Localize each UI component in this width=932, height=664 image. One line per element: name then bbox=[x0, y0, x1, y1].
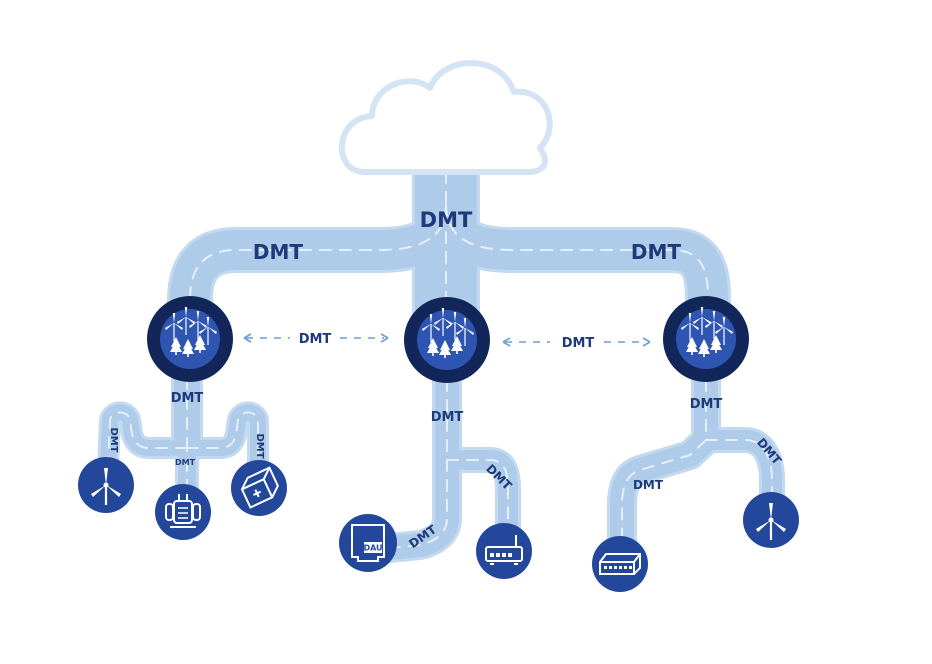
battery-device bbox=[231, 460, 287, 516]
peer-link-right-label: DMT bbox=[562, 336, 595, 351]
pipe-dash-line bbox=[445, 204, 709, 336]
switch-pipe-label: DMT bbox=[633, 478, 664, 492]
peer-link-left-label: DMT bbox=[299, 332, 332, 347]
router-icon bbox=[485, 535, 523, 565]
battery-icon bbox=[240, 466, 279, 509]
transformer-device bbox=[155, 484, 211, 540]
trunk-label: DMT bbox=[420, 208, 473, 232]
network-switch-icon bbox=[599, 553, 641, 575]
pipe-segment bbox=[378, 328, 459, 560]
dau-box-icon: DAU bbox=[351, 524, 385, 562]
transformer-icon bbox=[165, 494, 201, 528]
wind-farm-node-left bbox=[147, 296, 233, 382]
wind-turbine-device bbox=[78, 457, 134, 513]
pipe-dash-line bbox=[107, 411, 188, 471]
right-branch-label: DMT bbox=[631, 240, 682, 264]
pipe-dash-line bbox=[705, 439, 773, 501]
peer-link-right: DMT bbox=[502, 336, 651, 351]
peer-link-left: DMT bbox=[243, 332, 389, 347]
wind-turbine-icon bbox=[756, 503, 786, 540]
pipe-dash-line bbox=[621, 339, 707, 546]
turbine-pipe-label: DMT bbox=[108, 427, 119, 452]
left-branch-label: DMT bbox=[253, 240, 304, 264]
router-device bbox=[476, 523, 532, 579]
pipe-dash-line bbox=[189, 204, 447, 336]
center-drop-label: DMT bbox=[431, 410, 464, 425]
left-drop-label: DMT bbox=[171, 391, 204, 406]
wind-farm-node-right bbox=[663, 296, 749, 382]
junction-label: DMT bbox=[175, 458, 196, 467]
cloud-icon bbox=[338, 60, 553, 175]
wind-farm-node-center bbox=[404, 297, 490, 383]
wind-turbine-icon bbox=[91, 468, 121, 505]
battery-pipe-label: DMT bbox=[254, 433, 265, 458]
wind-turbine-device-right bbox=[743, 492, 799, 548]
pipe-dash-line bbox=[186, 411, 259, 471]
pipe-dash-line bbox=[446, 459, 509, 531]
network-switch-device bbox=[592, 536, 648, 592]
right-drop-label: DMT bbox=[690, 397, 723, 412]
dau-text: DAU bbox=[363, 544, 382, 553]
dau-device: DAU bbox=[339, 514, 397, 572]
